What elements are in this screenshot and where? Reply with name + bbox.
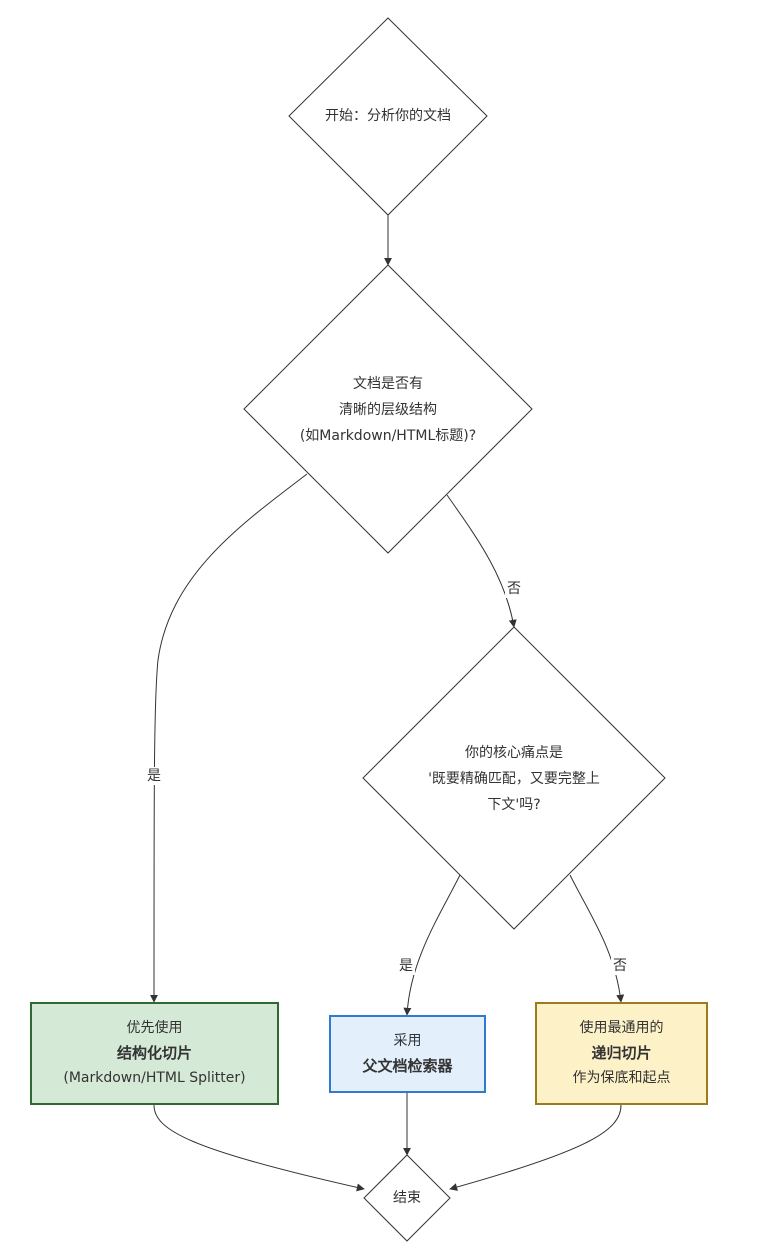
pain-decision-diamond xyxy=(362,626,666,930)
edge-structure-yes xyxy=(150,473,308,1003)
edge-structured-to-end xyxy=(153,1104,365,1192)
structured-line2: 结构化切片 xyxy=(116,1044,192,1062)
pain-decision-line1: 你的核心痛点是 xyxy=(465,745,563,761)
recursive-line2: 递归切片 xyxy=(591,1044,652,1062)
edge-label-pain-no: 否 xyxy=(611,957,629,975)
edge-pain-yes xyxy=(403,874,461,1016)
structured-line3: (Markdown/HTML Splitter) xyxy=(63,1070,246,1086)
structure-decision-line1: 文档是否有 xyxy=(353,376,423,392)
recursive-line3: 作为保底和起点 xyxy=(572,1070,671,1086)
structure-decision-line2: 清晰的层级结构 xyxy=(339,402,437,418)
recursive-line1: 使用最通用的 xyxy=(579,1020,664,1036)
parent-line1: 采用 xyxy=(393,1033,422,1049)
edge-label-pain-yes: 是 xyxy=(397,957,415,975)
parent-line2: 父文档检索器 xyxy=(362,1057,453,1075)
start-label: 开始：分析你的文档 xyxy=(300,103,476,129)
recursive-chunking-box: 使用最通用的 递归切片 作为保底和起点 xyxy=(535,1002,708,1105)
edge-pain-no xyxy=(569,874,625,1003)
pain-decision-label: 你的核心痛点是 '既要精确匹配，又要完整上 下文'吗? xyxy=(394,740,634,818)
parent-retriever-box: 采用 父文档检索器 xyxy=(329,1015,486,1093)
structure-decision-line3: (如Markdown/HTML标题)? xyxy=(299,428,477,444)
end-label: 结束 xyxy=(377,1185,437,1211)
structure-decision-label: 文档是否有 清晰的层级结构 (如Markdown/HTML标题)? xyxy=(270,371,506,449)
edge-label-structure-yes: 是 xyxy=(145,767,163,785)
edge-label-structure-no: 否 xyxy=(505,580,523,598)
edge-recursive-to-end xyxy=(449,1104,622,1191)
end-text: 结束 xyxy=(393,1190,421,1206)
end-diamond xyxy=(363,1154,451,1242)
pain-decision-line3: 下文'吗? xyxy=(487,797,541,813)
structured-chunking-box: 优先使用 结构化切片 (Markdown/HTML Splitter) xyxy=(30,1002,279,1105)
structured-line1: 优先使用 xyxy=(126,1020,183,1036)
edge-structure-no xyxy=(446,494,517,628)
structure-decision-diamond xyxy=(243,264,533,554)
pain-decision-line2: '既要精确匹配，又要完整上 xyxy=(428,771,600,787)
start-text: 开始：分析你的文档 xyxy=(325,108,451,124)
